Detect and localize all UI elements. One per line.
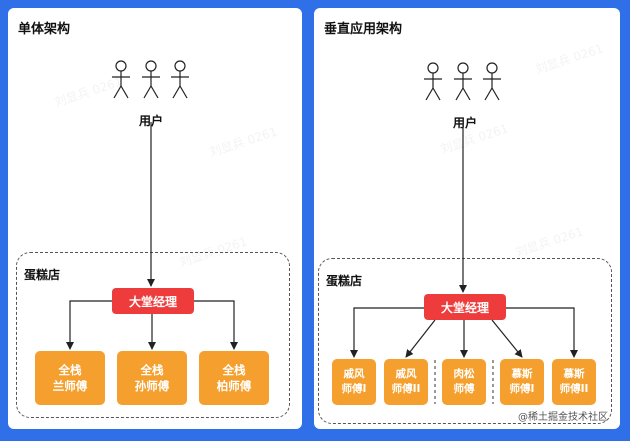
panel-title: 单体架构 xyxy=(18,22,71,37)
arrow-icon xyxy=(66,300,238,350)
stick-figure-icon xyxy=(424,62,442,101)
worker-node: 戚风 师傅II xyxy=(384,359,428,405)
worker-name: 师傅I xyxy=(509,383,535,395)
user-label: 用户 xyxy=(139,114,164,128)
shop-label: 蛋糕店 xyxy=(24,268,61,282)
worker-name: 孙师傅 xyxy=(134,379,170,393)
worker-node: 慕斯 师傅II xyxy=(552,359,596,405)
cake-shop-container xyxy=(318,258,612,424)
worker-node: 肉松 师傅 xyxy=(442,359,486,405)
worker-name: 兰师傅 xyxy=(52,379,88,393)
worker-skill: 戚风 xyxy=(395,368,417,380)
stick-figure-icon xyxy=(171,60,189,99)
worker-node: 全栈 柏师傅 xyxy=(199,351,269,405)
worker-name: 师傅II xyxy=(391,383,421,395)
worker-node: 全栈 兰师傅 xyxy=(35,351,105,405)
worker-skill: 全栈 xyxy=(58,363,82,377)
stick-figure-icon xyxy=(454,62,472,101)
worker-name: 师傅II xyxy=(559,383,589,395)
worker-skill: 全栈 xyxy=(222,363,246,377)
worker-node: 慕斯 师傅I xyxy=(500,359,544,405)
cake-shop-container xyxy=(16,252,290,418)
worker-name: 柏师傅 xyxy=(216,379,252,393)
worker-name: 师傅I xyxy=(341,383,367,395)
worker-skill: 慕斯 xyxy=(511,368,533,380)
manager-node: 大堂经理 xyxy=(112,288,194,314)
worker-skill: 肉松 xyxy=(453,368,475,380)
stick-figure-icon xyxy=(112,60,130,99)
worker-skill: 慕斯 xyxy=(563,368,585,380)
worker-node: 戚风 师傅I xyxy=(332,359,376,405)
worker-skill: 全栈 xyxy=(140,363,164,377)
stick-figure-icon xyxy=(483,62,501,101)
arrow-icon xyxy=(350,307,578,358)
stick-figure-icon xyxy=(142,60,160,99)
manager-node: 大堂经理 xyxy=(424,294,506,320)
shop-label: 蛋糕店 xyxy=(326,274,363,288)
worker-node: 全栈 孙师傅 xyxy=(117,351,187,405)
panel-title: 垂直应用架构 xyxy=(324,22,403,37)
corner-watermark: @稀土掘金技术社区 xyxy=(518,412,608,423)
worker-name: 师傅 xyxy=(453,383,475,395)
worker-skill: 戚风 xyxy=(343,368,365,380)
right-panel-vertical: 垂直应用架构 刘显兵 0261 刘显兵 0261 刘显兵 0261 用户 蛋糕店… xyxy=(314,8,620,429)
left-panel-monolithic: 单体架构 刘显兵 0261 刘显兵 0261 刘显兵 0261 用户 蛋糕店 大… xyxy=(8,8,302,429)
group-divider xyxy=(434,360,494,404)
user-label: 用户 xyxy=(453,116,478,130)
